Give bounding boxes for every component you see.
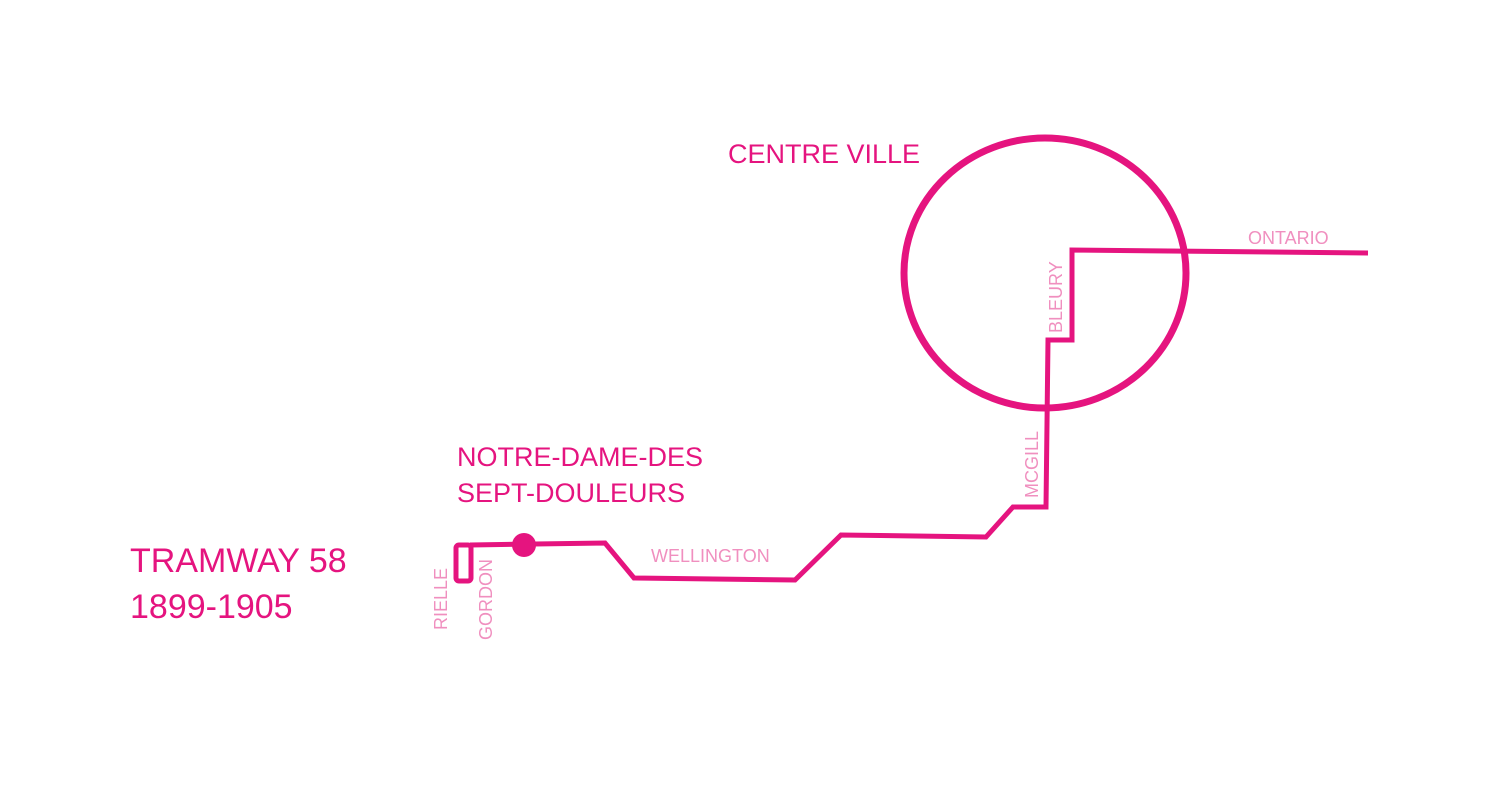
rielle-gordon-loop (453, 542, 474, 584)
church-label-line2: SEPT-DOULEURS (457, 478, 685, 508)
street-label-gordon: GORDON (476, 559, 496, 640)
notre-dame-stop-marker (512, 533, 536, 557)
centre-ville-zone-circle (900, 134, 1190, 412)
map-years: 1899-1905 (130, 588, 293, 626)
street-label-bleury: BLEURY (1046, 261, 1066, 333)
centre-ville-label: CENTRE VILLE (728, 139, 920, 169)
street-label-rielle: RIELLE (431, 568, 451, 630)
map-title: TRAMWAY 58 (130, 542, 347, 580)
street-label-ontario: ONTARIO (1248, 228, 1329, 248)
street-label-wellington: WELLINGTON (651, 546, 770, 566)
tram-route-line (469, 247, 1369, 583)
street-label-mcgill: MCGILL (1022, 431, 1042, 498)
church-label-line1: NOTRE-DAME-DES (457, 442, 703, 472)
